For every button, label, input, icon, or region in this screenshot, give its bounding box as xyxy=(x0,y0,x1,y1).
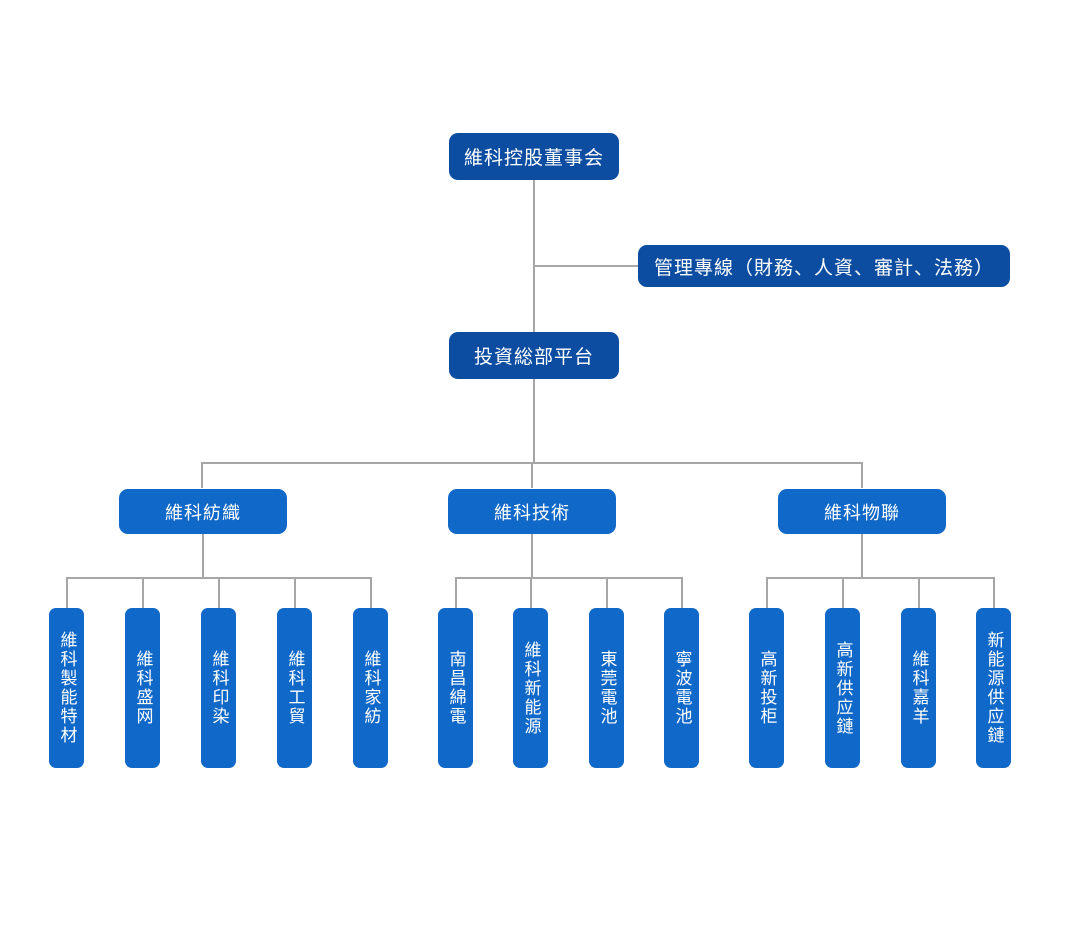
node-leaf-iot-3[interactable]: 維科嘉羊 xyxy=(901,608,936,768)
node-leaf-textile-5[interactable]: 維科家紡 xyxy=(353,608,388,768)
node-leaf-textile-1[interactable]: 維科製能特材 xyxy=(49,608,84,768)
connector-branch-2-bus xyxy=(455,577,682,579)
connector-bus-division-2 xyxy=(531,462,533,488)
node-staff-line-label: 管理專線（財務、人資、審計、法務） xyxy=(653,256,994,279)
connector-branch-2-leaf-3 xyxy=(606,577,608,608)
node-division-iot[interactable]: 維科物聯 xyxy=(778,489,946,534)
connector-branch-2-leaf-4 xyxy=(681,577,683,608)
connector-branch-1-leaf-5 xyxy=(370,577,372,608)
node-leaf-technology-1[interactable]: 南昌綿電 xyxy=(438,608,473,768)
node-platform[interactable]: 投資総部平台 xyxy=(449,332,619,379)
node-leaf-textile-2-label: 維科盛网 xyxy=(132,650,153,726)
node-leaf-technology-3-label: 東莞電池 xyxy=(596,650,617,726)
node-leaf-textile-2[interactable]: 維科盛网 xyxy=(125,608,160,768)
connector-branch-3-leaf-2 xyxy=(842,577,844,608)
node-leaf-textile-5-label: 維科家紡 xyxy=(360,650,381,726)
connector-bus-division-1 xyxy=(201,462,203,488)
node-division-textile[interactable]: 維科紡織 xyxy=(119,489,287,534)
connector-spine-platform xyxy=(533,265,535,332)
node-leaf-iot-1[interactable]: 高新投柜 xyxy=(749,608,784,768)
node-leaf-iot-1-label: 高新投柜 xyxy=(756,650,777,726)
connector-branch-1-leaf-1 xyxy=(66,577,68,608)
node-leaf-textile-1-label: 維科製能特材 xyxy=(56,631,77,745)
node-leaf-technology-4-label: 寧波電池 xyxy=(671,650,692,726)
node-leaf-textile-4[interactable]: 維科工貿 xyxy=(277,608,312,768)
node-leaf-technology-4[interactable]: 寧波電池 xyxy=(664,608,699,768)
connector-branch-3-bus xyxy=(766,577,994,579)
node-platform-label: 投資総部平台 xyxy=(473,346,594,368)
connector-division-1-down xyxy=(202,534,204,578)
node-division-technology-label: 維科技術 xyxy=(494,502,570,524)
node-division-textile-label: 維科紡織 xyxy=(165,502,241,524)
node-staff-line[interactable]: 管理專線（財務、人資、審計、法務） xyxy=(638,245,1010,287)
connector-branch-1-leaf-3 xyxy=(218,577,220,608)
node-division-technology[interactable]: 維科技術 xyxy=(448,489,616,534)
node-root-label: 維科控股董事会 xyxy=(463,147,604,169)
node-leaf-technology-1-label: 南昌綿電 xyxy=(445,650,466,726)
node-division-iot-label: 維科物聯 xyxy=(824,502,900,524)
connector-branch-1-leaf-4 xyxy=(294,577,296,608)
connector-branch-1-leaf-2 xyxy=(142,577,144,608)
node-leaf-textile-3[interactable]: 維科印染 xyxy=(201,608,236,768)
connector-branch-3-leaf-3 xyxy=(918,577,920,608)
node-leaf-textile-4-label: 維科工貿 xyxy=(284,650,305,726)
connector-branch-2-leaf-1 xyxy=(455,577,457,608)
node-leaf-technology-2-label: 維科新能源 xyxy=(520,640,541,736)
node-leaf-iot-3-label: 維科嘉羊 xyxy=(908,650,929,726)
node-leaf-iot-4-label: 新能源供应鏈 xyxy=(983,631,1004,745)
node-leaf-technology-2[interactable]: 維科新能源 xyxy=(513,608,548,768)
connector-platform-bus xyxy=(533,379,535,463)
connector-division-2-down xyxy=(531,534,533,578)
connector-division-3-down xyxy=(861,534,863,578)
node-root[interactable]: 維科控股董事会 xyxy=(449,133,619,180)
connector-branch-3-leaf-1 xyxy=(766,577,768,608)
node-leaf-iot-2-label: 高新供应鏈 xyxy=(832,640,853,736)
connector-bus-division-3 xyxy=(861,462,863,488)
node-leaf-technology-3[interactable]: 東莞電池 xyxy=(589,608,624,768)
node-leaf-iot-2[interactable]: 高新供应鏈 xyxy=(825,608,860,768)
node-leaf-iot-4[interactable]: 新能源供应鏈 xyxy=(976,608,1011,768)
connector-branch-3-leaf-4 xyxy=(993,577,995,608)
connector-staff-line xyxy=(533,265,639,267)
connector-branch-2-leaf-2 xyxy=(530,577,532,608)
node-leaf-textile-3-label: 維科印染 xyxy=(208,650,229,726)
connector-root-spine xyxy=(533,180,535,266)
